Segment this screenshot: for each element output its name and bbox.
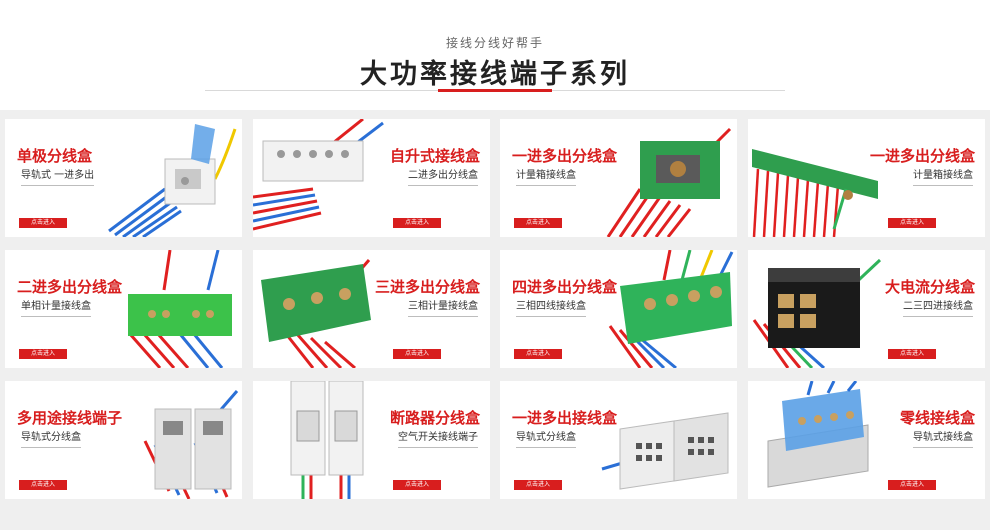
title-divider-accent: [438, 89, 552, 92]
product-desc: 二进多出分线盒: [408, 169, 478, 186]
enter-button[interactable]: 点击进入: [393, 349, 441, 359]
enter-button[interactable]: 点击进入: [19, 480, 67, 490]
product-desc: 计量箱接线盒: [913, 169, 973, 186]
product-desc: 导轨式接线盒: [913, 431, 973, 448]
product-desc: 空气开关接线端子: [398, 431, 478, 448]
product-image: [253, 119, 384, 231]
product-title: 大电流分线盒: [884, 278, 975, 296]
product-desc: 三相四线接线盒: [516, 300, 586, 317]
enter-button[interactable]: 点击进入: [888, 480, 936, 490]
product-title: 一进多出分线盒: [512, 147, 618, 165]
product-image: [143, 390, 239, 499]
product-card[interactable]: 四进多出分线盒 三相四线接线盒 点击进入: [500, 250, 737, 368]
enter-button[interactable]: 点击进入: [514, 218, 562, 228]
enter-button[interactable]: 点击进入: [888, 218, 936, 228]
product-image: [290, 381, 364, 499]
product-card[interactable]: 一进多出分线盒 计量箱接线盒 点击进入: [748, 119, 985, 237]
enter-button[interactable]: 点击进入: [393, 480, 441, 490]
product-card[interactable]: 单极分线盒 导轨式 一进多出 点击进入: [5, 119, 242, 237]
product-card[interactable]: 一进多出分线盒 计量箱接线盒 点击进入: [500, 119, 737, 237]
product-card[interactable]: 大电流分线盒 二三四进接线盒 点击进入: [748, 250, 985, 368]
product-title: 一进多出接线盒: [512, 409, 618, 427]
product-image: [108, 124, 237, 237]
product-title: 零线接线盒: [899, 409, 975, 427]
product-card[interactable]: 三进多出分线盒 三相计量接线盒 点击进入: [253, 250, 490, 368]
product-title: 三进多出分线盒: [374, 278, 480, 296]
product-card[interactable]: 零线接线盒 导轨式接线盒 点击进入: [748, 381, 985, 499]
product-desc: 导轨式分线盒: [516, 431, 576, 448]
enter-button[interactable]: 点击进入: [514, 480, 562, 490]
enter-button[interactable]: 点击进入: [514, 349, 562, 359]
enter-button[interactable]: 点击进入: [19, 218, 67, 228]
product-image: [128, 250, 232, 368]
product-title: 自升式接线盒: [389, 147, 480, 165]
product-title: 单极分线盒: [17, 147, 93, 165]
product-title: 多用途接线端子: [17, 409, 123, 427]
product-desc: 导轨式分线盒: [21, 431, 81, 448]
product-card[interactable]: 断路器分线盒 空气开关接线端子 点击进入: [253, 381, 490, 499]
product-card[interactable]: 多用途接线端子 导轨式分线盒 点击进入: [5, 381, 242, 499]
product-title: 二进多出分线盒: [17, 278, 123, 296]
product-image: [752, 258, 882, 368]
product-desc: 三相计量接线盒: [408, 300, 478, 317]
product-desc: 单相计量接线盒: [21, 300, 91, 317]
product-desc: 二三四进接线盒: [903, 300, 973, 317]
product-desc: 导轨式 一进多出: [21, 169, 95, 186]
product-title: 一进多出分线盒: [869, 147, 975, 165]
page-title: 大功率接线端子系列: [360, 59, 630, 90]
enter-button[interactable]: 点击进入: [888, 349, 936, 359]
product-image: [261, 259, 371, 368]
product-image: [608, 250, 734, 368]
product-desc: 计量箱接线盒: [516, 169, 576, 186]
product-title: 断路器分线盒: [389, 409, 480, 427]
enter-button[interactable]: 点击进入: [393, 218, 441, 228]
product-card[interactable]: 自升式接线盒 二进多出分线盒 点击进入: [253, 119, 490, 237]
product-grid: 单极分线盒 导轨式 一进多出 点击进入 自升式接线盒 二进多出分线盒 点击进入: [0, 110, 990, 530]
product-card[interactable]: 二进多出分线盒 单相计量接线盒 点击进入: [5, 250, 242, 368]
product-image: [606, 127, 732, 237]
product-image: [767, 381, 869, 488]
enter-button[interactable]: 点击进入: [19, 349, 67, 359]
product-image: [752, 149, 878, 237]
section-subtitle: 接线分线好帮手: [445, 36, 544, 50]
product-card[interactable]: 一进多出接线盒 导轨式分线盒 点击进入: [500, 381, 737, 499]
product-image: [601, 412, 729, 490]
product-title: 四进多出分线盒: [512, 278, 618, 296]
